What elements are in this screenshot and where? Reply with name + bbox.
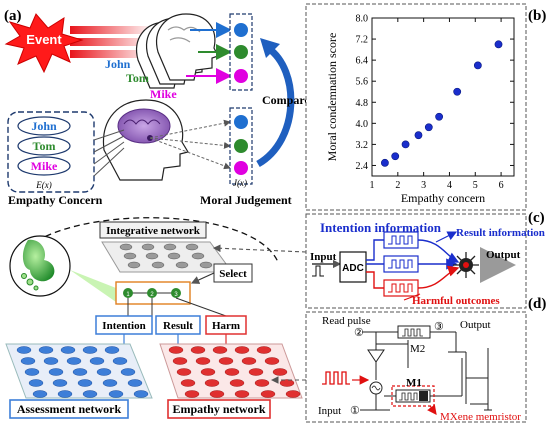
y-axis-label: Moral condemnation score: [325, 33, 339, 162]
result-label: Result: [163, 320, 193, 332]
svg-text:1: 1: [126, 292, 130, 298]
x-tick-label: 1: [370, 180, 375, 191]
circle-mike-top: [234, 69, 248, 83]
panel-label-b: (b): [528, 8, 546, 24]
chip-bottom: [383, 279, 419, 297]
y-tick-label: 2.4: [356, 161, 369, 172]
memristor-circuit: [360, 325, 492, 411]
svg-text:3: 3: [174, 292, 178, 298]
arrow-c-to-a: [212, 244, 307, 253]
data-point: [424, 123, 433, 132]
intention-information-label: Intention information: [320, 220, 442, 235]
data-point: [473, 61, 482, 70]
synapse-illustration: [9, 235, 116, 302]
x-tick-label: 3: [421, 180, 426, 191]
data-point: [381, 158, 389, 167]
moral-judgement-label: Moral Judgement: [200, 193, 292, 207]
read-pulse-label: Read pulse: [322, 315, 371, 327]
adc-label: ADC: [342, 263, 364, 274]
ec-tom: Tom: [33, 139, 56, 153]
compare-arrow: [256, 45, 295, 168]
x-tick-label: 6: [499, 180, 504, 191]
assessment-nodes: [16, 346, 149, 398]
y-tick-label: 6.4: [356, 56, 369, 67]
data-point: [435, 112, 444, 121]
select-label: Select: [219, 268, 247, 280]
adc-box: [339, 251, 367, 283]
c-input-label: Input: [310, 251, 337, 263]
panel-label-a: (a): [4, 8, 22, 24]
scatter-chart: 1 2 3 4 5 6 2.4 3.2 4.0 4.8 5.6 6.4 7.2 8.0 Empathy c…: [325, 14, 515, 205]
node-1: ①: [350, 405, 360, 417]
x-tick-label: 2: [395, 180, 400, 191]
data-point: [453, 87, 462, 96]
circle-tom-top: [234, 45, 248, 59]
d-output-label: Output: [460, 319, 491, 331]
intention-label: Intention: [102, 320, 145, 332]
panel-d-frame: [305, 311, 527, 423]
c-output-label: Output: [486, 249, 521, 261]
assessment-network-label-box: [9, 399, 129, 419]
assessment-network-label: Assessment network: [17, 402, 122, 416]
x-axis-label: Empathy concern: [401, 191, 485, 205]
y-tick-label: 8.0: [356, 14, 369, 25]
empathy-network-label-box: [167, 399, 271, 419]
y-tick-label: 5.6: [356, 77, 369, 88]
m2-label: M2: [410, 343, 425, 355]
circle-john-top: [234, 23, 248, 37]
d-input-label: Input: [318, 405, 341, 417]
integrative-network-label-box: [99, 221, 207, 239]
m1-label: M1: [406, 377, 422, 389]
y-tick-label: 4.0: [356, 119, 369, 130]
svg-text:2: 2: [150, 292, 154, 298]
empathy-concern-label: Empathy Concern: [8, 193, 103, 207]
ec-john: John: [31, 119, 57, 133]
compare-label: Compare: [262, 93, 310, 107]
x-tick-label: 5: [473, 180, 478, 191]
zoom-outline: [15, 217, 279, 263]
person-john: John: [105, 57, 131, 71]
person-tom: Tom: [126, 71, 149, 85]
event-burst: Event: [4, 13, 150, 74]
person-mike: Mike: [150, 87, 177, 101]
data-point: [414, 131, 423, 140]
neuron-icon: [453, 252, 479, 278]
y-tick-label: 7.2: [356, 35, 369, 46]
ex-label: E(x): [35, 180, 52, 190]
integrative-network-label: Integrative network: [106, 225, 201, 237]
data-point: [391, 152, 400, 161]
data-point: [494, 40, 503, 49]
harmful-outcomes-label: Harmful outcomes: [412, 295, 500, 307]
chip-top: [383, 231, 419, 249]
jx-label: J(x): [233, 178, 247, 188]
event-label: Event: [26, 32, 62, 47]
data-point: [401, 140, 410, 149]
chip-mid: [383, 255, 419, 273]
y-tick-label: 4.8: [356, 98, 369, 109]
x-tick-label: 4: [447, 180, 452, 191]
plot-area: [371, 17, 515, 177]
ec-mike: Mike: [31, 159, 58, 173]
panel-label-c: (c): [528, 210, 545, 226]
brain-head: [102, 99, 189, 181]
node-3: ③: [434, 321, 444, 333]
y-tick-label: 3.2: [356, 140, 369, 151]
mxene-memristor-label: MXene memristor: [440, 411, 521, 423]
result-information-label: Result information: [456, 227, 545, 239]
panel-label-d: (d): [528, 296, 546, 312]
harm-label: Harm: [212, 320, 240, 332]
node-2: ②: [354, 327, 364, 339]
empathy-nodes: [168, 346, 301, 398]
m1-highlight: [391, 385, 435, 407]
empathy-network-label: Empathy network: [172, 402, 265, 416]
pulse-train: [322, 371, 350, 385]
